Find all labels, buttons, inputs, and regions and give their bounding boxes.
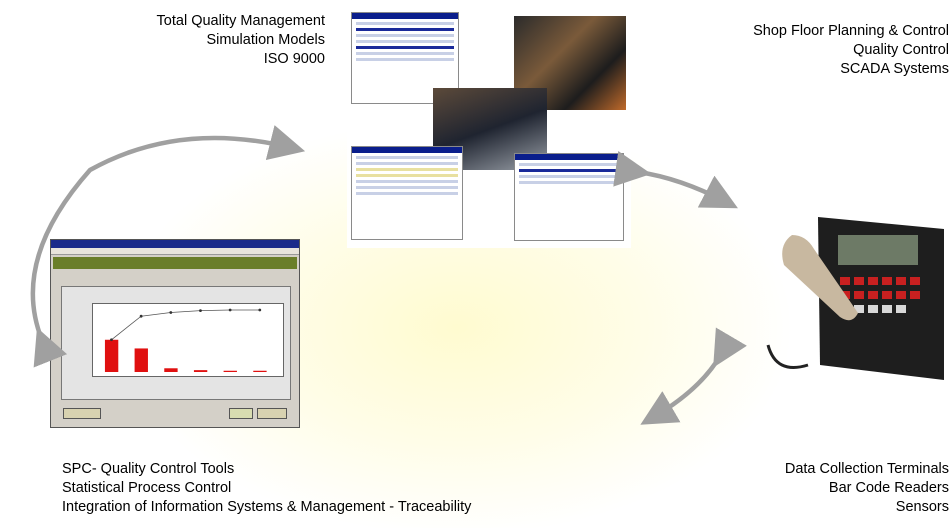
bottom-right-labels: Data Collection Terminals Bar Code Reade…	[690, 460, 949, 517]
terminal-illustration	[766, 217, 944, 380]
bottom-left-labels: SPC- Quality Control Tools Statistical P…	[62, 460, 622, 517]
pareto-plot-area	[92, 303, 284, 377]
cumulative-point	[110, 338, 113, 342]
spc-title-bar	[51, 240, 299, 248]
label-sensors: Sensors	[895, 499, 949, 515]
pareto-bar	[164, 368, 178, 372]
cumulative-line	[111, 309, 260, 341]
label-terminals: Data Collection Terminals	[784, 461, 949, 477]
screenshot-scada	[514, 153, 624, 241]
label-scada: SCADA Systems	[840, 61, 949, 77]
screenshot-planning	[351, 12, 459, 104]
spc-cancel-button[interactable]	[257, 408, 287, 419]
label-simulation: Simulation Models	[206, 32, 325, 48]
spc-menu-bar	[51, 248, 299, 255]
spc-toolbar	[53, 257, 297, 269]
pareto-bar	[104, 339, 119, 372]
cumulative-point	[199, 309, 202, 313]
data-collection-terminal	[748, 205, 948, 385]
arrow-terminal-to-bottom	[640, 327, 747, 425]
pareto-bar	[193, 370, 208, 372]
pareto-bar	[223, 370, 237, 372]
cumulative-point	[139, 314, 143, 318]
pareto-bar	[134, 348, 148, 372]
pareto-chart	[104, 308, 267, 372]
top-right-labels: Shop Floor Planning & Control Quality Co…	[660, 22, 949, 79]
label-shop-floor: Shop Floor Planning & Control	[753, 23, 949, 39]
cumulative-point	[228, 308, 232, 312]
cumulative-point	[169, 311, 173, 314]
cumulative-point	[258, 308, 262, 312]
pareto-chart-frame	[61, 286, 291, 400]
label-tqm: Total Quality Management	[156, 13, 325, 29]
label-iso: ISO 9000	[263, 51, 325, 67]
label-quality-control: Quality Control	[853, 42, 949, 58]
software-collage	[347, 8, 631, 248]
label-integration: Integration of Information Systems & Man…	[62, 499, 472, 515]
spc-ok-button[interactable]	[229, 408, 253, 419]
label-barcode: Bar Code Readers	[828, 480, 949, 496]
top-left-labels: Total Quality Management Simulation Mode…	[95, 12, 325, 69]
spc-button-left[interactable]	[63, 408, 101, 419]
label-spc-tools: SPC- Quality Control Tools	[62, 461, 235, 477]
screenshot-quality	[351, 146, 463, 240]
spc-window	[50, 239, 300, 428]
arrow-collage-to-terminal	[613, 150, 738, 209]
pareto-bar	[253, 370, 267, 372]
label-spc: Statistical Process Control	[62, 480, 232, 496]
